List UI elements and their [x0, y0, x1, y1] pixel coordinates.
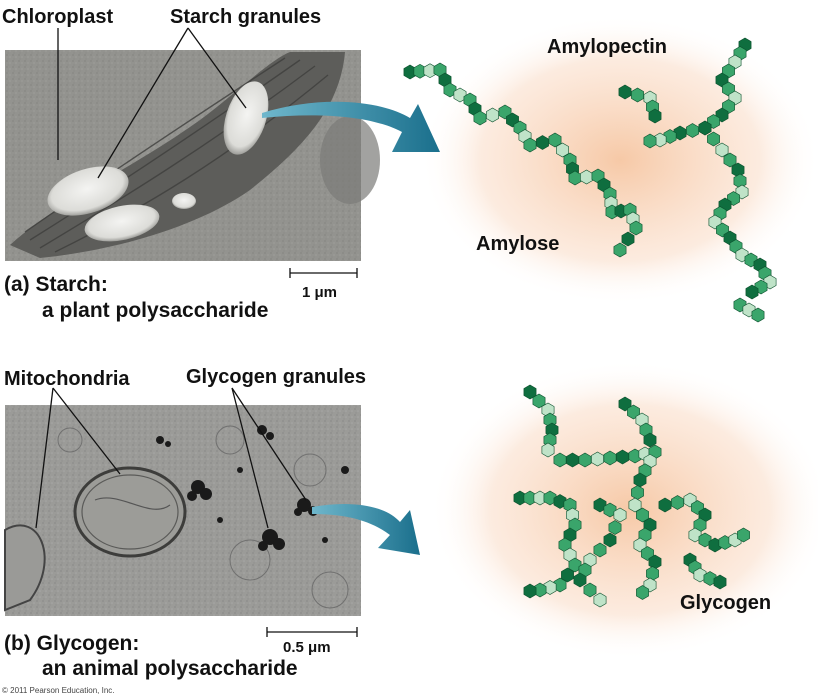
glucose-unit	[751, 307, 765, 323]
mitochondria-label: Mitochondria	[4, 368, 130, 390]
glycogen-label: Glycogen	[680, 592, 772, 614]
glucose-unit	[648, 108, 662, 124]
copyright-notice: © 2011 Pearson Education, Inc.	[2, 686, 115, 695]
leader-lines	[35, 27, 307, 529]
starch-micrograph	[5, 50, 380, 261]
panel-a-caption-line1: (a) Starch:	[4, 273, 108, 296]
glucose-unit	[693, 567, 707, 583]
glucose-unit	[628, 497, 642, 513]
glucose-unit	[713, 574, 727, 590]
glucose-unit	[629, 220, 643, 236]
glucose-unit	[722, 63, 735, 79]
glucose-unit	[532, 393, 546, 409]
glucose-unit	[715, 142, 729, 158]
glucose-unit	[673, 125, 687, 141]
glycogen-granules-label: Glycogen granules	[186, 366, 367, 388]
glycogen-arrow	[312, 503, 420, 555]
glucose-unit	[745, 284, 759, 300]
glucose-unit	[688, 527, 702, 543]
glucose-unit	[658, 497, 672, 513]
glycogen-chain	[513, 384, 750, 608]
glucose-unit	[591, 451, 604, 467]
glucose-unit	[536, 135, 549, 150]
glucose-unit	[548, 132, 562, 148]
glucose-unit	[603, 502, 617, 518]
glucose-unit	[663, 129, 677, 144]
glucose-unit	[618, 396, 632, 412]
panel-a-scale-label: 1 μm	[302, 284, 338, 301]
amylopectin-chain	[618, 37, 777, 323]
glucose-unit	[453, 87, 467, 103]
glucose-unit	[603, 450, 617, 466]
panel-b-caption-line1: (b) Glycogen:	[4, 632, 140, 655]
glucose-unit	[593, 542, 607, 558]
glucose-unit	[553, 494, 567, 509]
glucose-unit	[643, 133, 657, 149]
glucose-unit	[553, 577, 567, 593]
glucose-unit	[698, 120, 712, 136]
glycogen-micrograph	[4, 405, 361, 616]
glucose-unit	[636, 585, 649, 600]
glucose-unit	[715, 72, 729, 88]
glucose-unit	[603, 532, 617, 548]
starch-granules-label: Starch granules	[170, 6, 322, 28]
starch-arrow	[262, 101, 440, 152]
glucose-unit	[541, 442, 555, 458]
glucose-unit	[723, 152, 737, 168]
glucose-unit	[737, 527, 750, 543]
glucose-unit	[631, 87, 644, 103]
glucose-unit	[543, 490, 557, 506]
glucose-unit	[671, 495, 684, 510]
glucose-unit	[553, 452, 567, 468]
glucose-unit	[636, 507, 649, 523]
glucose-unit	[621, 231, 635, 247]
glucose-unit	[566, 452, 579, 468]
glucose-unit	[643, 432, 657, 448]
amylose-label: Amylose	[476, 233, 560, 255]
panel-b-scale-label: 0.5 μm	[283, 639, 331, 656]
glucose-unit	[613, 242, 627, 258]
glucose-unit	[703, 571, 717, 586]
glucose-unit	[523, 384, 537, 400]
glucose-unit	[686, 123, 699, 138]
glucose-unit	[728, 54, 742, 70]
glucose-unit	[698, 532, 712, 548]
glucose-unit	[707, 131, 720, 147]
chloroplast-label: Chloroplast	[2, 6, 114, 28]
glucose-unit	[523, 583, 537, 599]
glucose-unit	[583, 582, 597, 598]
glucose-unit	[722, 81, 735, 97]
amylopectin-label: Amylopectin	[547, 36, 668, 58]
glucose-unit	[633, 537, 647, 553]
glucose-unit	[556, 142, 569, 158]
glucose-unit	[641, 546, 654, 561]
amylose-chain	[403, 62, 643, 258]
glucose-unit	[543, 580, 557, 595]
glucose-unit	[593, 592, 607, 608]
glucose-unit	[568, 557, 582, 573]
glucose-unit	[627, 404, 640, 420]
glucose-unit	[561, 567, 574, 583]
glucose-unit	[618, 84, 632, 100]
glucose-unit	[578, 452, 592, 468]
glucose-unit	[523, 137, 537, 153]
glucose-unit	[616, 449, 629, 465]
glucose-unit	[593, 497, 607, 513]
glucose-unit	[443, 82, 457, 98]
panel-b-caption-line2: an animal polysaccharide	[42, 657, 298, 680]
panel-a-caption-line2: a plant polysaccharide	[42, 299, 269, 322]
scale-bars	[266, 268, 358, 637]
glucose-unit	[608, 520, 622, 535]
glucose-unit	[573, 572, 587, 588]
glucose-unit	[613, 507, 627, 523]
